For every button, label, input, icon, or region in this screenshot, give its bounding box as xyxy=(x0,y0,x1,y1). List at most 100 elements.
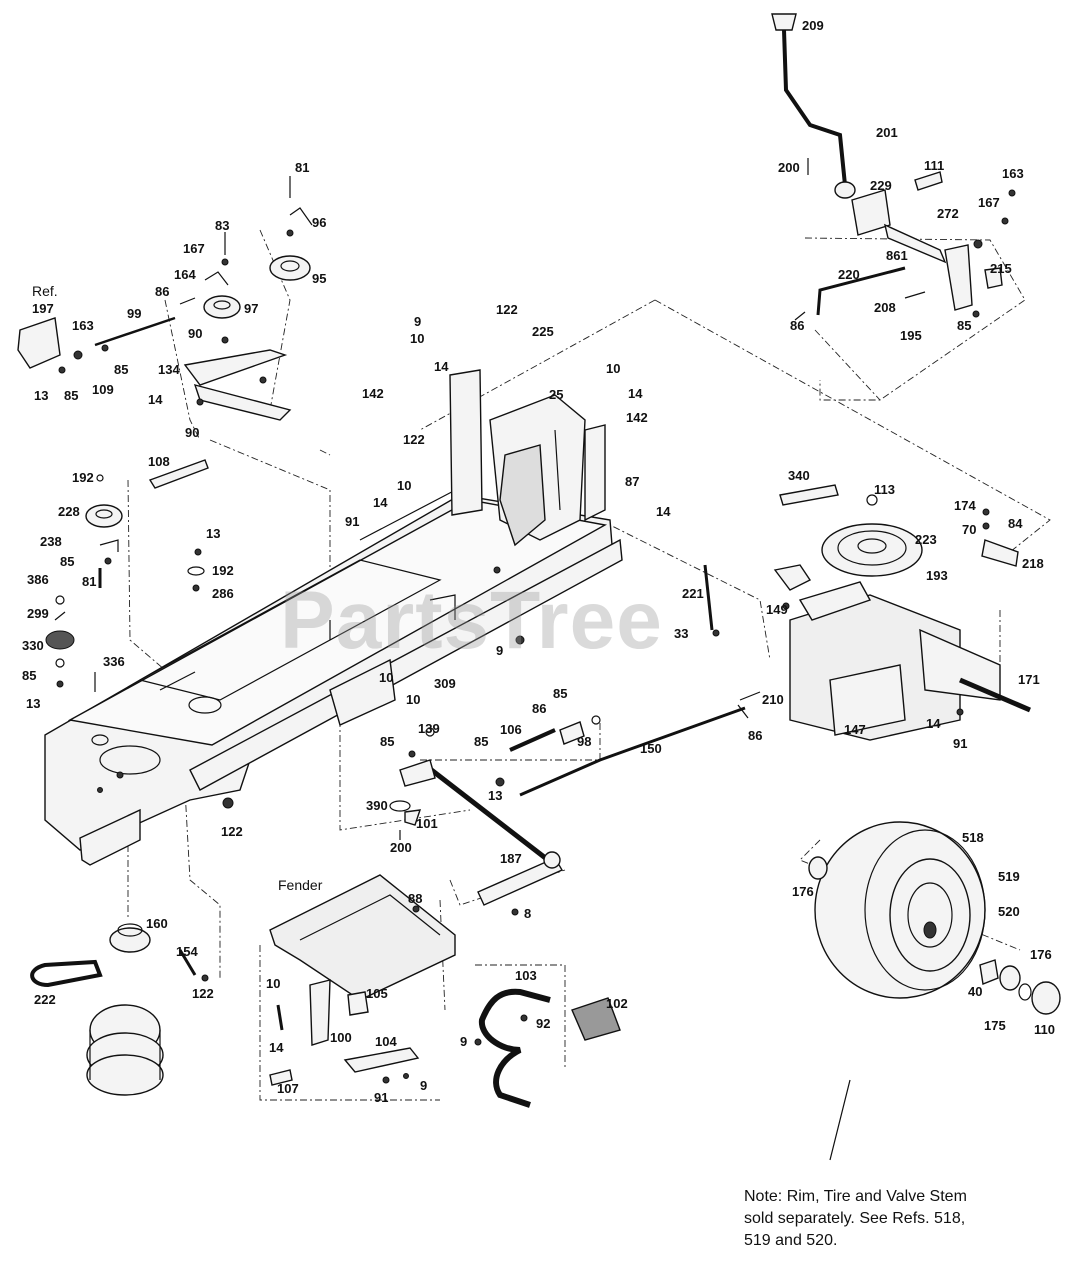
ref-label: Ref. xyxy=(32,283,58,299)
callout-label: 221 xyxy=(682,586,704,601)
callout-label: 98 xyxy=(577,734,591,749)
callout-label: 106 xyxy=(500,722,522,737)
callout-label: 85 xyxy=(957,318,971,333)
callout-label: 10 xyxy=(410,331,424,346)
callout-label: 81 xyxy=(295,160,309,175)
callout-label: 85 xyxy=(64,388,78,403)
callout-label: 10 xyxy=(406,692,420,707)
callout-label: 142 xyxy=(626,410,648,425)
callout-label: 299 xyxy=(27,606,49,621)
callout-label: 519 xyxy=(998,869,1020,884)
callout-label: 14 xyxy=(373,495,388,510)
callout-label: 163 xyxy=(1002,166,1024,181)
callout-label: 110 xyxy=(1034,1022,1055,1037)
callout-label: 193 xyxy=(926,568,948,583)
callout-label: 13 xyxy=(26,696,40,711)
callout-labels: 209 201 200 111 229 163 167 272 215 220 … xyxy=(22,18,1055,1105)
callout-label: 33 xyxy=(674,626,688,641)
callout-label: 150 xyxy=(640,741,662,756)
callout-label: 215 xyxy=(990,261,1012,276)
callout-label: 101 xyxy=(416,816,438,831)
callout-label: 386 xyxy=(27,572,49,587)
callout-label: 8 xyxy=(524,906,531,921)
callout-label: 200 xyxy=(778,160,800,175)
callout-label: 14 xyxy=(434,359,449,374)
callout-label: 86 xyxy=(155,284,169,299)
callout-label: 81 xyxy=(82,574,96,589)
callout-label: 103 xyxy=(515,968,537,983)
callout-label: 86 xyxy=(532,701,546,716)
callout-label: 87 xyxy=(625,474,639,489)
callout-label: 336 xyxy=(103,654,125,669)
callout-label: 229 xyxy=(870,178,892,193)
callout-label: 286 xyxy=(212,586,234,601)
callout-label: 91 xyxy=(374,1090,388,1105)
callout-label: 122 xyxy=(221,824,243,839)
transaxle-assembly xyxy=(703,484,1031,741)
callout-label: 201 xyxy=(876,125,898,140)
callout-label: 113 xyxy=(874,482,895,497)
brake-shaft-assembly xyxy=(389,715,601,916)
rear-wheel xyxy=(808,821,1061,1161)
fender-assembly xyxy=(269,874,456,1086)
callout-label: 520 xyxy=(998,904,1020,919)
callout-label: 40 xyxy=(968,984,982,999)
callout-label: 122 xyxy=(403,432,425,447)
callout-label: 225 xyxy=(532,324,554,339)
callout-label: 139 xyxy=(418,721,440,736)
idler-pulley-assembly xyxy=(17,176,313,489)
dash-bracket xyxy=(429,369,606,620)
callout-label: 14 xyxy=(628,386,643,401)
callout-label: 91 xyxy=(953,736,967,751)
callout-label: 111 xyxy=(924,158,944,173)
callout-label: 134 xyxy=(158,362,180,377)
callout-label: 197 xyxy=(32,301,54,316)
callout-label: 176 xyxy=(1030,947,1052,962)
callout-label: 187 xyxy=(500,851,522,866)
left-pulley-stack xyxy=(45,474,205,692)
callout-label: 99 xyxy=(127,306,141,321)
note-line: Note: Rim, Tire and Valve Stem xyxy=(744,1188,967,1205)
callout-label: 85 xyxy=(380,734,394,749)
callout-label: 85 xyxy=(553,686,567,701)
callout-label: 14 xyxy=(269,1040,284,1055)
callout-label: 85 xyxy=(60,554,74,569)
callout-label: 13 xyxy=(488,788,502,803)
callout-label: 97 xyxy=(244,301,258,316)
callout-label: 195 xyxy=(900,328,922,343)
callout-label: 222 xyxy=(34,992,56,1007)
callout-label: 309 xyxy=(434,676,456,691)
callout-label: 122 xyxy=(496,302,518,317)
callout-label: 223 xyxy=(915,532,937,547)
callout-label: 164 xyxy=(174,267,196,282)
callout-label: 142 xyxy=(362,386,384,401)
callout-label: 105 xyxy=(366,986,388,1001)
callout-label: 85 xyxy=(114,362,128,377)
callout-label: 208 xyxy=(874,300,896,315)
callout-label: 209 xyxy=(802,18,824,33)
callout-label: 192 xyxy=(72,470,94,485)
callout-label: 90 xyxy=(188,326,202,341)
callout-label: 88 xyxy=(408,891,422,906)
callout-label: 238 xyxy=(40,534,62,549)
main-frame xyxy=(44,484,623,866)
callout-label: 171 xyxy=(1018,672,1040,687)
callout-label: 9 xyxy=(460,1034,467,1049)
callout-label: 176 xyxy=(792,884,814,899)
callout-label: 518 xyxy=(962,830,984,845)
callout-label: 200 xyxy=(390,840,412,855)
callout-label: 91 xyxy=(345,514,359,529)
callout-label: 9 xyxy=(496,643,503,658)
callout-label: 14 xyxy=(926,716,941,731)
callout-label: 25 xyxy=(549,387,563,402)
shift-rod xyxy=(519,704,749,797)
callout-label: 108 xyxy=(148,454,170,469)
callout-label: 10 xyxy=(606,361,620,376)
callout-label: 861 xyxy=(886,248,908,263)
callout-label: 14 xyxy=(148,392,163,407)
callout-label: 9 xyxy=(414,314,421,329)
callout-label: 272 xyxy=(937,206,959,221)
callout-label: 163 xyxy=(72,318,94,333)
callout-label: 228 xyxy=(58,504,80,519)
